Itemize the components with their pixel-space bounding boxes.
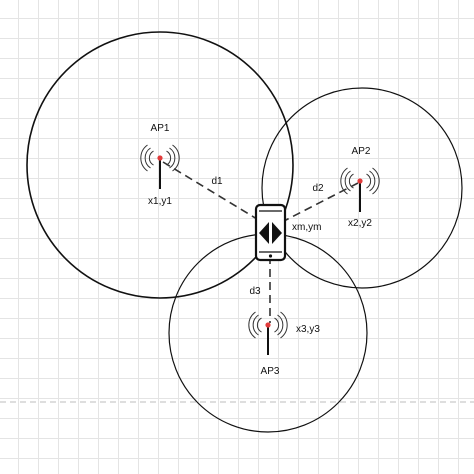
ap3-antenna-icon: [248, 311, 288, 355]
smartphone-icon: [254, 203, 287, 262]
ap2-coords-label: x2,y2: [348, 218, 372, 229]
ap3-label: AP3: [261, 366, 280, 377]
ap1-coords-label: x1,y1: [148, 196, 172, 207]
ap1-range-circle: [26, 31, 294, 299]
ap1-antenna-icon: [140, 144, 180, 189]
distance-line-d2: [281, 182, 359, 223]
ap2-label: AP2: [352, 146, 371, 157]
mobile-coords-label: xm,ym: [292, 222, 321, 233]
distance-label-d1: d1: [211, 176, 223, 187]
ap2-antenna-icon: [340, 167, 380, 212]
distance-line-d1: [162, 161, 263, 223]
distance-label-d3: d3: [249, 286, 261, 297]
distance-label-d2: d2: [312, 183, 324, 194]
ap3-coords-label: x3,y3: [296, 324, 320, 335]
ap1-label: AP1: [151, 123, 170, 134]
ap2-range-circle: [261, 87, 463, 289]
